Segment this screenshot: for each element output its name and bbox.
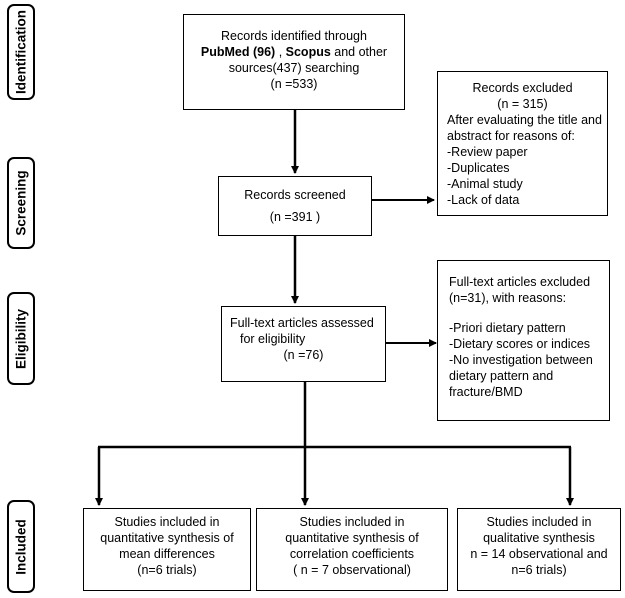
included-box-qualitative: Studies included in qualitative synthesi… xyxy=(457,508,621,591)
scopus-label: Scopus xyxy=(285,45,331,59)
identified-line1: Records identified through xyxy=(221,29,367,43)
fulltext-reason: -Priori dietary pattern xyxy=(449,321,566,335)
stage-label-screening: Screening xyxy=(7,157,35,249)
screened-title: Records screened xyxy=(244,188,346,202)
fulltext-excluded-title: Full-text articles excluded xyxy=(449,275,591,289)
stage-label-included: Included xyxy=(7,500,35,593)
fulltext-reason: dietary pattern and xyxy=(449,369,554,383)
identified-line4: (n =533) xyxy=(270,77,318,91)
fulltext-excluded-count: (n=31), with reasons: xyxy=(449,291,567,305)
identified-line3: sources(437) searching xyxy=(228,61,360,75)
pubmed-count: PubMed (96) xyxy=(200,45,276,59)
assessed-line1: Full-text articles assessed xyxy=(230,316,374,330)
included-box-quantitative-mean: Studies included in quantitative synthes… xyxy=(83,508,251,591)
included-box-quantitative-correlation: Studies included in quantitative synthes… xyxy=(256,508,448,591)
excluded-records-count: (n = 315) xyxy=(497,97,548,111)
screened-box: Records screened (n =391 ) xyxy=(218,176,372,236)
excluded-records-line4: abstract for reasons of: xyxy=(447,129,575,143)
assessed-box: Full-text articles assessed for eligibil… xyxy=(221,306,386,382)
stage-label-identification: Identification xyxy=(7,4,35,100)
identified-line2: PubMed (96) , Scopus and other xyxy=(200,45,388,59)
stage-label-eligibility: Eligibility xyxy=(7,292,35,385)
fulltext-reason: -No investigation between xyxy=(449,353,593,367)
excluded-records-box: Records excluded (n = 315) After evaluat… xyxy=(437,71,608,216)
fulltext-reason: fracture/BMD xyxy=(449,385,523,399)
assessed-count: (n =76) xyxy=(283,348,324,362)
excluded-reason: -Lack of data xyxy=(447,193,520,207)
excluded-records-line3: After evaluating the title and xyxy=(447,113,602,127)
identified-box: Records identified through PubMed (96) ,… xyxy=(183,14,405,110)
excluded-fulltext-box: Full-text articles excluded (n=31), with… xyxy=(437,260,610,421)
excluded-reason: -Animal study xyxy=(447,177,523,191)
excluded-reason: -Review paper xyxy=(447,145,528,159)
assessed-line2: for eligibility xyxy=(240,332,306,346)
screened-count: (n =391 ) xyxy=(269,210,321,224)
excluded-records-title: Records excluded xyxy=(472,81,573,95)
fulltext-reason: -Dietary scores or indices xyxy=(449,337,591,351)
excluded-reason: -Duplicates xyxy=(447,161,510,175)
